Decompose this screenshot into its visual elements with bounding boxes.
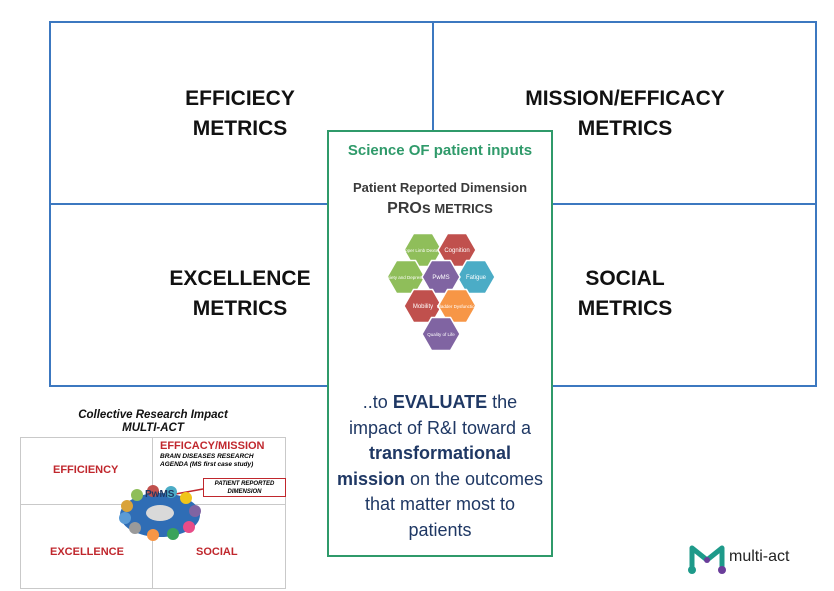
statement-part-3: on the outcomes that matter most to pati… — [364, 468, 544, 540]
social-metrics-label: SOCIAL METRICS — [577, 267, 673, 320]
hexagon-label-6: Bladder Dysfunction — [437, 304, 478, 309]
mini-quadrant-br — [152, 504, 286, 589]
hexagon-7 — [421, 316, 461, 352]
hexagon-label-1: Cognition — [444, 248, 469, 254]
statement-part-1: ..to — [362, 392, 393, 412]
pros-rest: METRICS — [430, 201, 493, 216]
statement-bold-evaluate: EVALUATE — [392, 392, 488, 412]
efficiency-metrics-label: EFFICIECY METRICS — [185, 87, 295, 140]
mini-title-2: MULTI-ACT — [122, 422, 184, 434]
mini-efficacy-label: EFFICACY/MISSION — [160, 440, 265, 452]
hexagon-label-5: Mobility — [413, 304, 433, 310]
hexagon-label-2: Anxiety and Depression — [382, 275, 430, 280]
pros-metrics-label: PROs METRICS — [329, 200, 551, 218]
statement-bold-mission: transformational mission — [336, 443, 512, 489]
mini-quadrant-tl — [20, 437, 153, 505]
panel-subheader: Patient Reported Dimension — [352, 180, 528, 195]
mini-pwms-label: PwMS — [145, 489, 175, 500]
mini-efficiency-label: EFFICIENCY — [53, 464, 119, 476]
excellence-metrics-label: EXCELLENCE METRICS — [169, 267, 311, 320]
hexagon-label-4: PwMS — [432, 275, 449, 281]
mini-efficacy-sub-2: AGENDA (MS first case study) — [160, 461, 254, 468]
multi-act-logo-icon — [688, 545, 726, 574]
panel-header: Science OF patient inputs — [347, 142, 533, 159]
statement-part-2: the impact of R&I toward a — [348, 392, 532, 438]
mini-efficacy-sub-1: BRAIN DISEASES RESEARCH — [160, 453, 254, 460]
hexagon-6 — [437, 288, 477, 324]
mini-excellence-label: EXCELLENCE — [50, 546, 124, 558]
patient-inputs-panel: Science OF patient inputs Patient Report… — [327, 130, 553, 557]
mission-efficacy-metrics-label: MISSION/EFFICACY METRICS — [525, 87, 725, 140]
mini-prd-line-2: DIMENSION — [227, 489, 262, 495]
hexagon-label-7: Quality of Life — [427, 332, 455, 337]
hexagon-label-0: Upper Limb Dexterity — [402, 248, 445, 253]
evaluation-statement: ..to EVALUATE the impact of R&I toward a… — [335, 390, 545, 543]
pros-strong: PROs — [387, 200, 431, 217]
mini-impact-diagram: Collective Research Impact MULTI-ACT EFF… — [20, 409, 286, 589]
mini-prd-line-1: PATIENT REPORTED — [214, 481, 275, 487]
multi-act-logo-text: multi-act — [729, 548, 790, 565]
hexagon-label-3: Fatigue — [466, 275, 487, 281]
mini-social-label: SOCIAL — [196, 546, 238, 558]
mini-title-1: Collective Research Impact — [78, 409, 228, 421]
mini-people-ring — [119, 485, 201, 541]
mini-prd-box: PATIENT REPORTED DIMENSION — [203, 478, 286, 497]
